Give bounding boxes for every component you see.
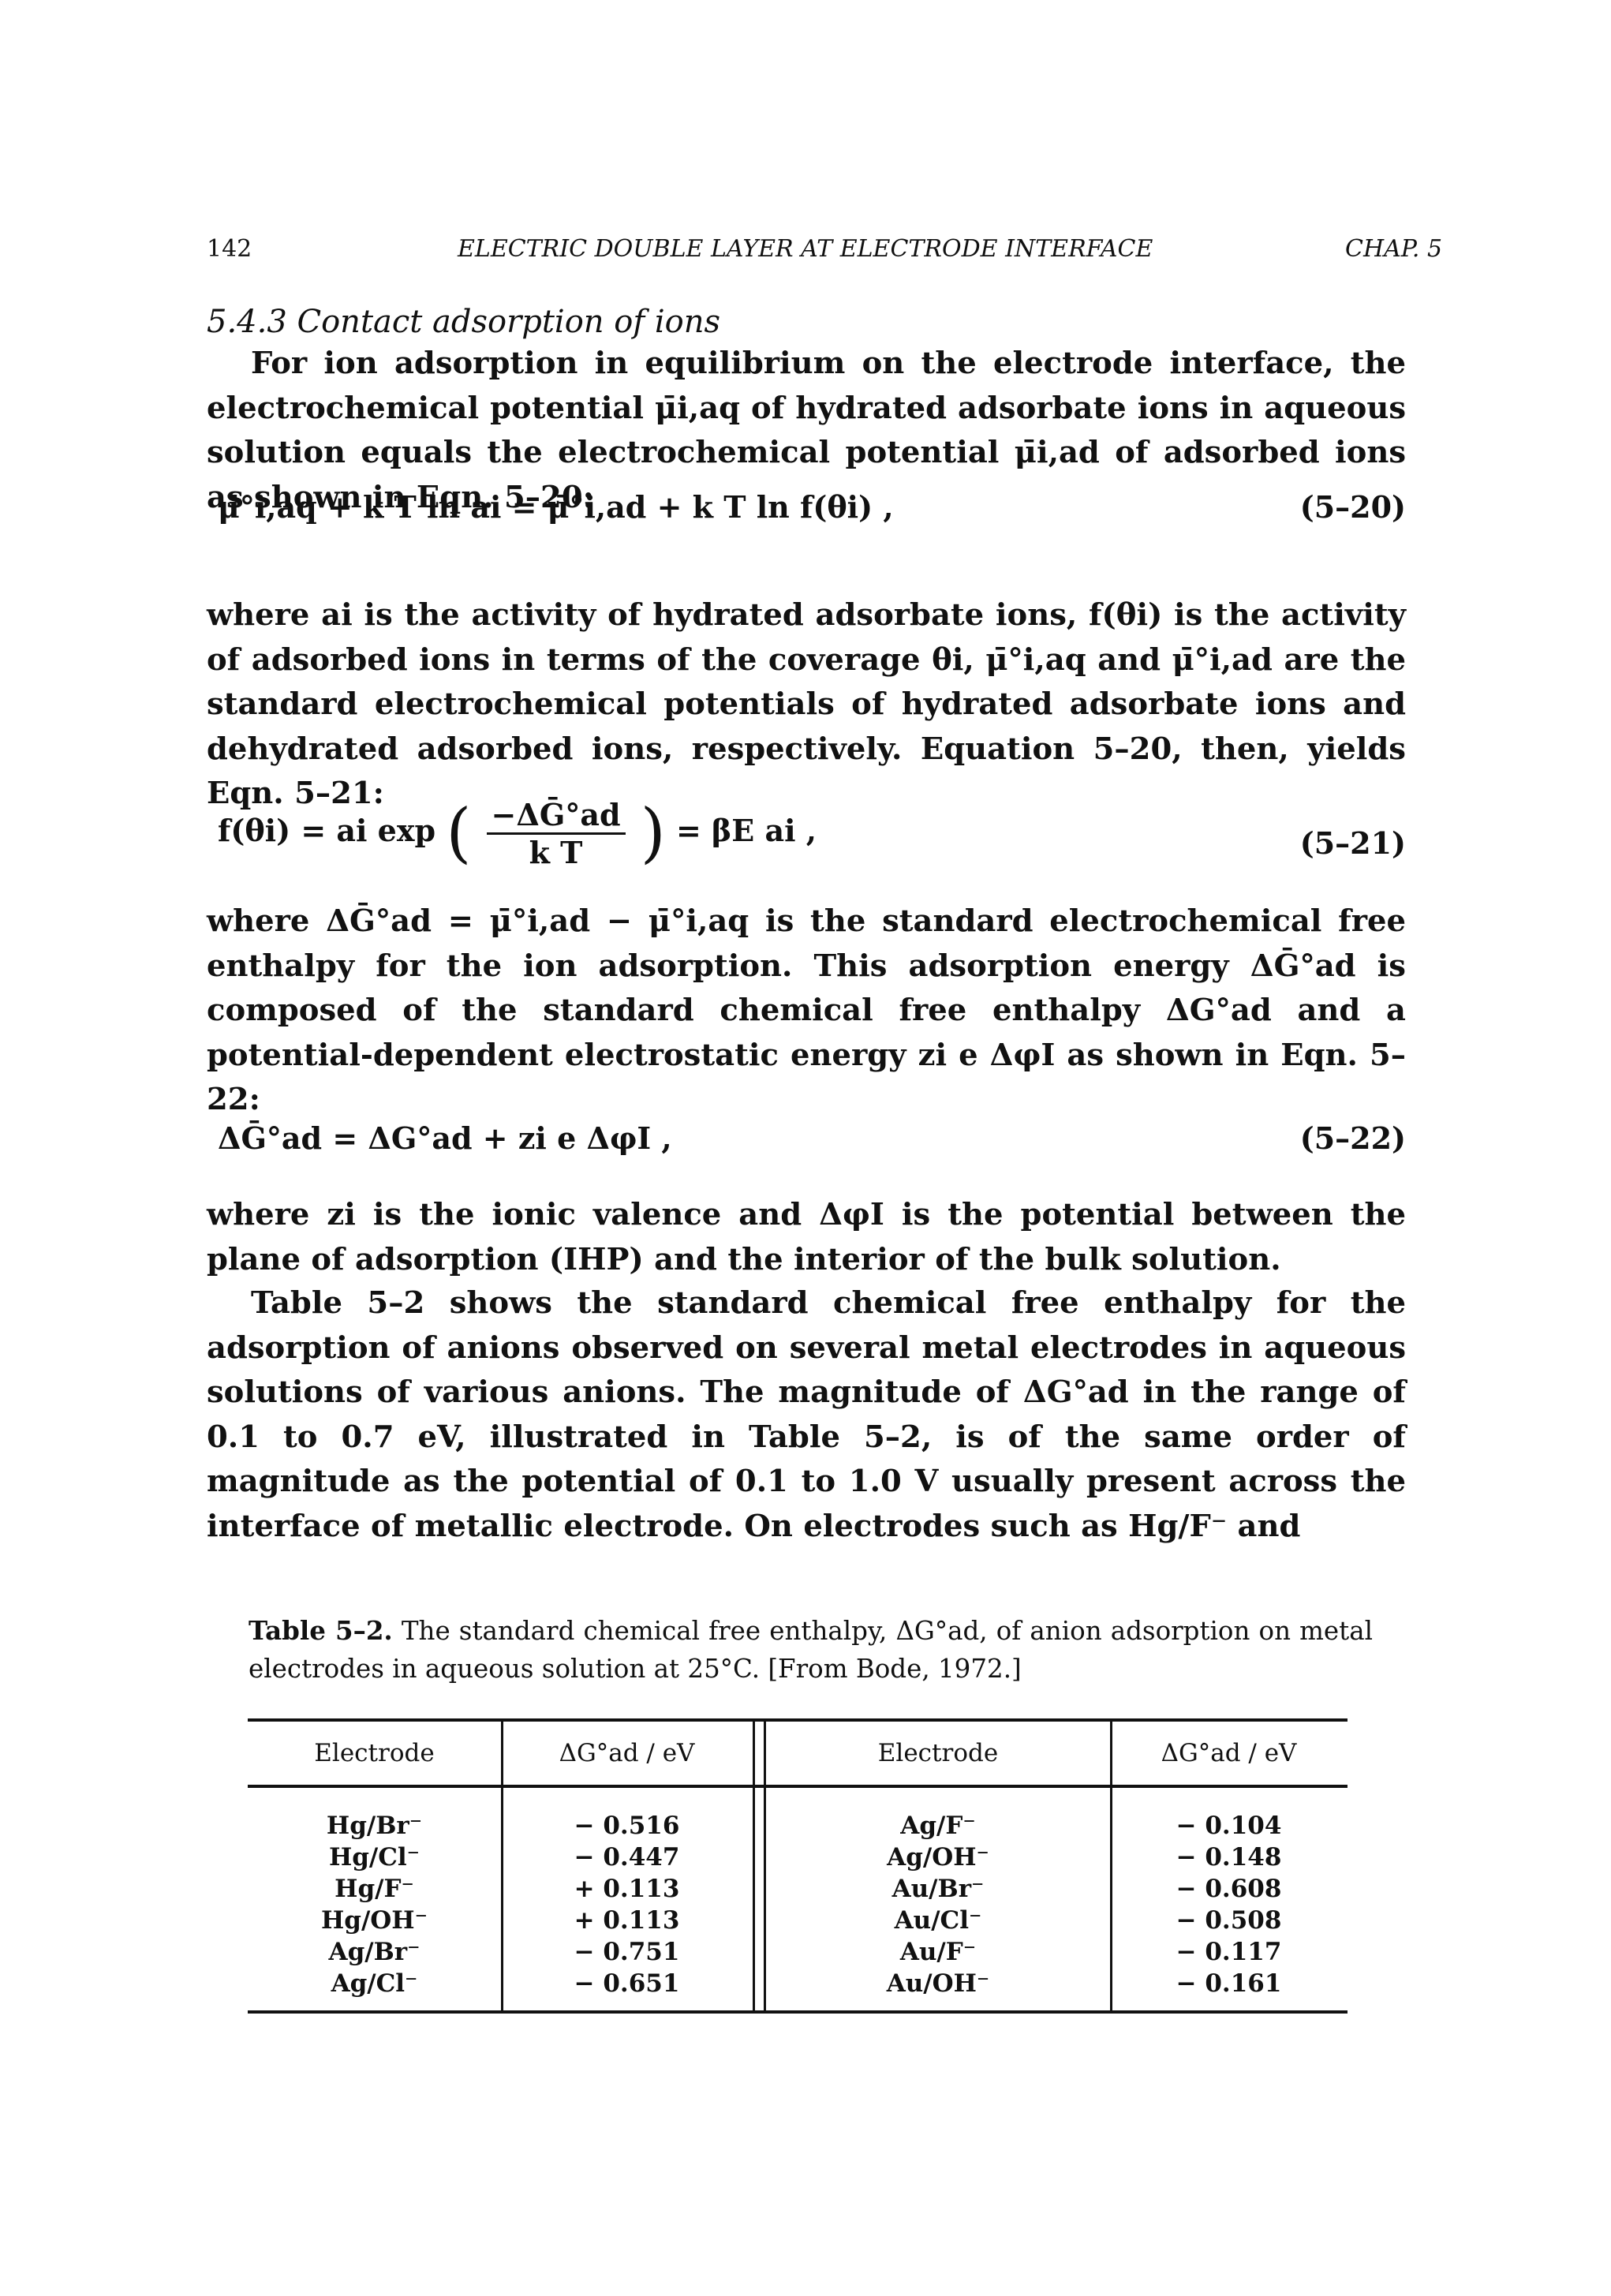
data-table: Electrode ΔG°ad / eV Electrode ΔG°ad / e… <box>248 1718 1347 2014</box>
column-values-right: − 0.104 − 0.148 − 0.608 − 0.508 − 0.117 … <box>1176 1812 1282 1998</box>
paragraph-4: where zi is the ionic valence and ΔφI is… <box>207 1197 1406 1277</box>
running-title: ELECTRIC DOUBLE LAYER AT ELECTRODE INTER… <box>458 235 1153 263</box>
double-divider-right <box>764 1718 766 2014</box>
fraction-denominator: k T <box>529 835 583 870</box>
double-divider-left <box>753 1718 755 2014</box>
chapter-label: CHAP. 5 <box>1345 235 1443 263</box>
paragraph-5: Table 5–2 shows the standard chemical fr… <box>207 1285 1406 1544</box>
paragraph-1: For ion adsorption in equilibrium on the… <box>207 346 1406 515</box>
column-electrodes-left: Hg/Br⁻ Hg/Cl⁻ Hg/F⁻ Hg/OH⁻ Ag/Br⁻ Ag/Cl⁻ <box>321 1812 428 1998</box>
page-number: 142 <box>207 235 252 263</box>
equation-5-21: f(θi) = ai exp ( −ΔḠ°ad k T ) = βE ai , … <box>207 797 1406 892</box>
equation-5-21-body: f(θi) = ai exp ( −ΔḠ°ad k T ) = βE ai , <box>218 797 817 870</box>
column-values-left: − 0.516 − 0.447 + 0.113 + 0.113 − 0.751 … <box>574 1812 680 1998</box>
equation-5-22: ΔḠ°ad = ΔG°ad + zi e ΔφI , (5–22) <box>207 1120 1406 1160</box>
table-caption-label: Table 5–2. <box>249 1615 393 1646</box>
close-paren: ) <box>640 795 666 871</box>
equation-5-20-number: (5–20) <box>1299 489 1406 525</box>
equation-5-21-lhs: f(θi) = ai exp <box>218 813 436 848</box>
section-title: 5.4.3 Contact adsorption of ions <box>207 304 721 340</box>
equation-5-21-number: (5–21) <box>1299 825 1406 861</box>
header-energy-left: ΔG°ad / eV <box>559 1739 695 1767</box>
header-electrode-left: Electrode <box>314 1739 435 1767</box>
table-bottom-rule <box>248 2010 1347 2014</box>
equation-5-22-body: ΔḠ°ad = ΔG°ad + zi e ΔφI , <box>218 1120 672 1156</box>
header-energy-right: ΔG°ad / eV <box>1161 1739 1297 1767</box>
equation-5-22-number: (5–22) <box>1299 1120 1406 1156</box>
open-paren: ( <box>446 795 472 871</box>
equation-5-21-fraction: −ΔḠ°ad k T <box>486 797 626 870</box>
table-top-rule <box>248 1718 1347 1722</box>
table-header-rule <box>248 1785 1347 1788</box>
equation-5-20-body: μ̄°i,aq + k T ln ai = μ̄°i,ad + k T ln f… <box>218 489 894 525</box>
column-divider <box>501 1718 503 2014</box>
equation-5-21-rhs: = βE ai , <box>675 813 817 848</box>
paragraph-3: where ΔḠ°ad = μ̄°i,ad − μ̄°i,aq is the s… <box>207 903 1406 1117</box>
column-divider <box>1110 1718 1112 2014</box>
table-caption: Table 5–2. The standard chemical free en… <box>249 1612 1373 1688</box>
paragraph-2: where ai is the activity of hydrated ads… <box>207 597 1406 811</box>
column-electrodes-right: Ag/F⁻ Ag/OH⁻ Au/Br⁻ Au/Cl⁻ Au/F⁻ Au/OH⁻ <box>886 1812 990 1998</box>
equation-5-20: μ̄°i,aq + k T ln ai = μ̄°i,ad + k T ln f… <box>207 489 1406 529</box>
header-electrode-right: Electrode <box>877 1739 999 1767</box>
fraction-numerator: −ΔḠ°ad <box>486 797 626 835</box>
table-caption-text: The standard chemical free enthalpy, ΔG°… <box>249 1616 1373 1684</box>
